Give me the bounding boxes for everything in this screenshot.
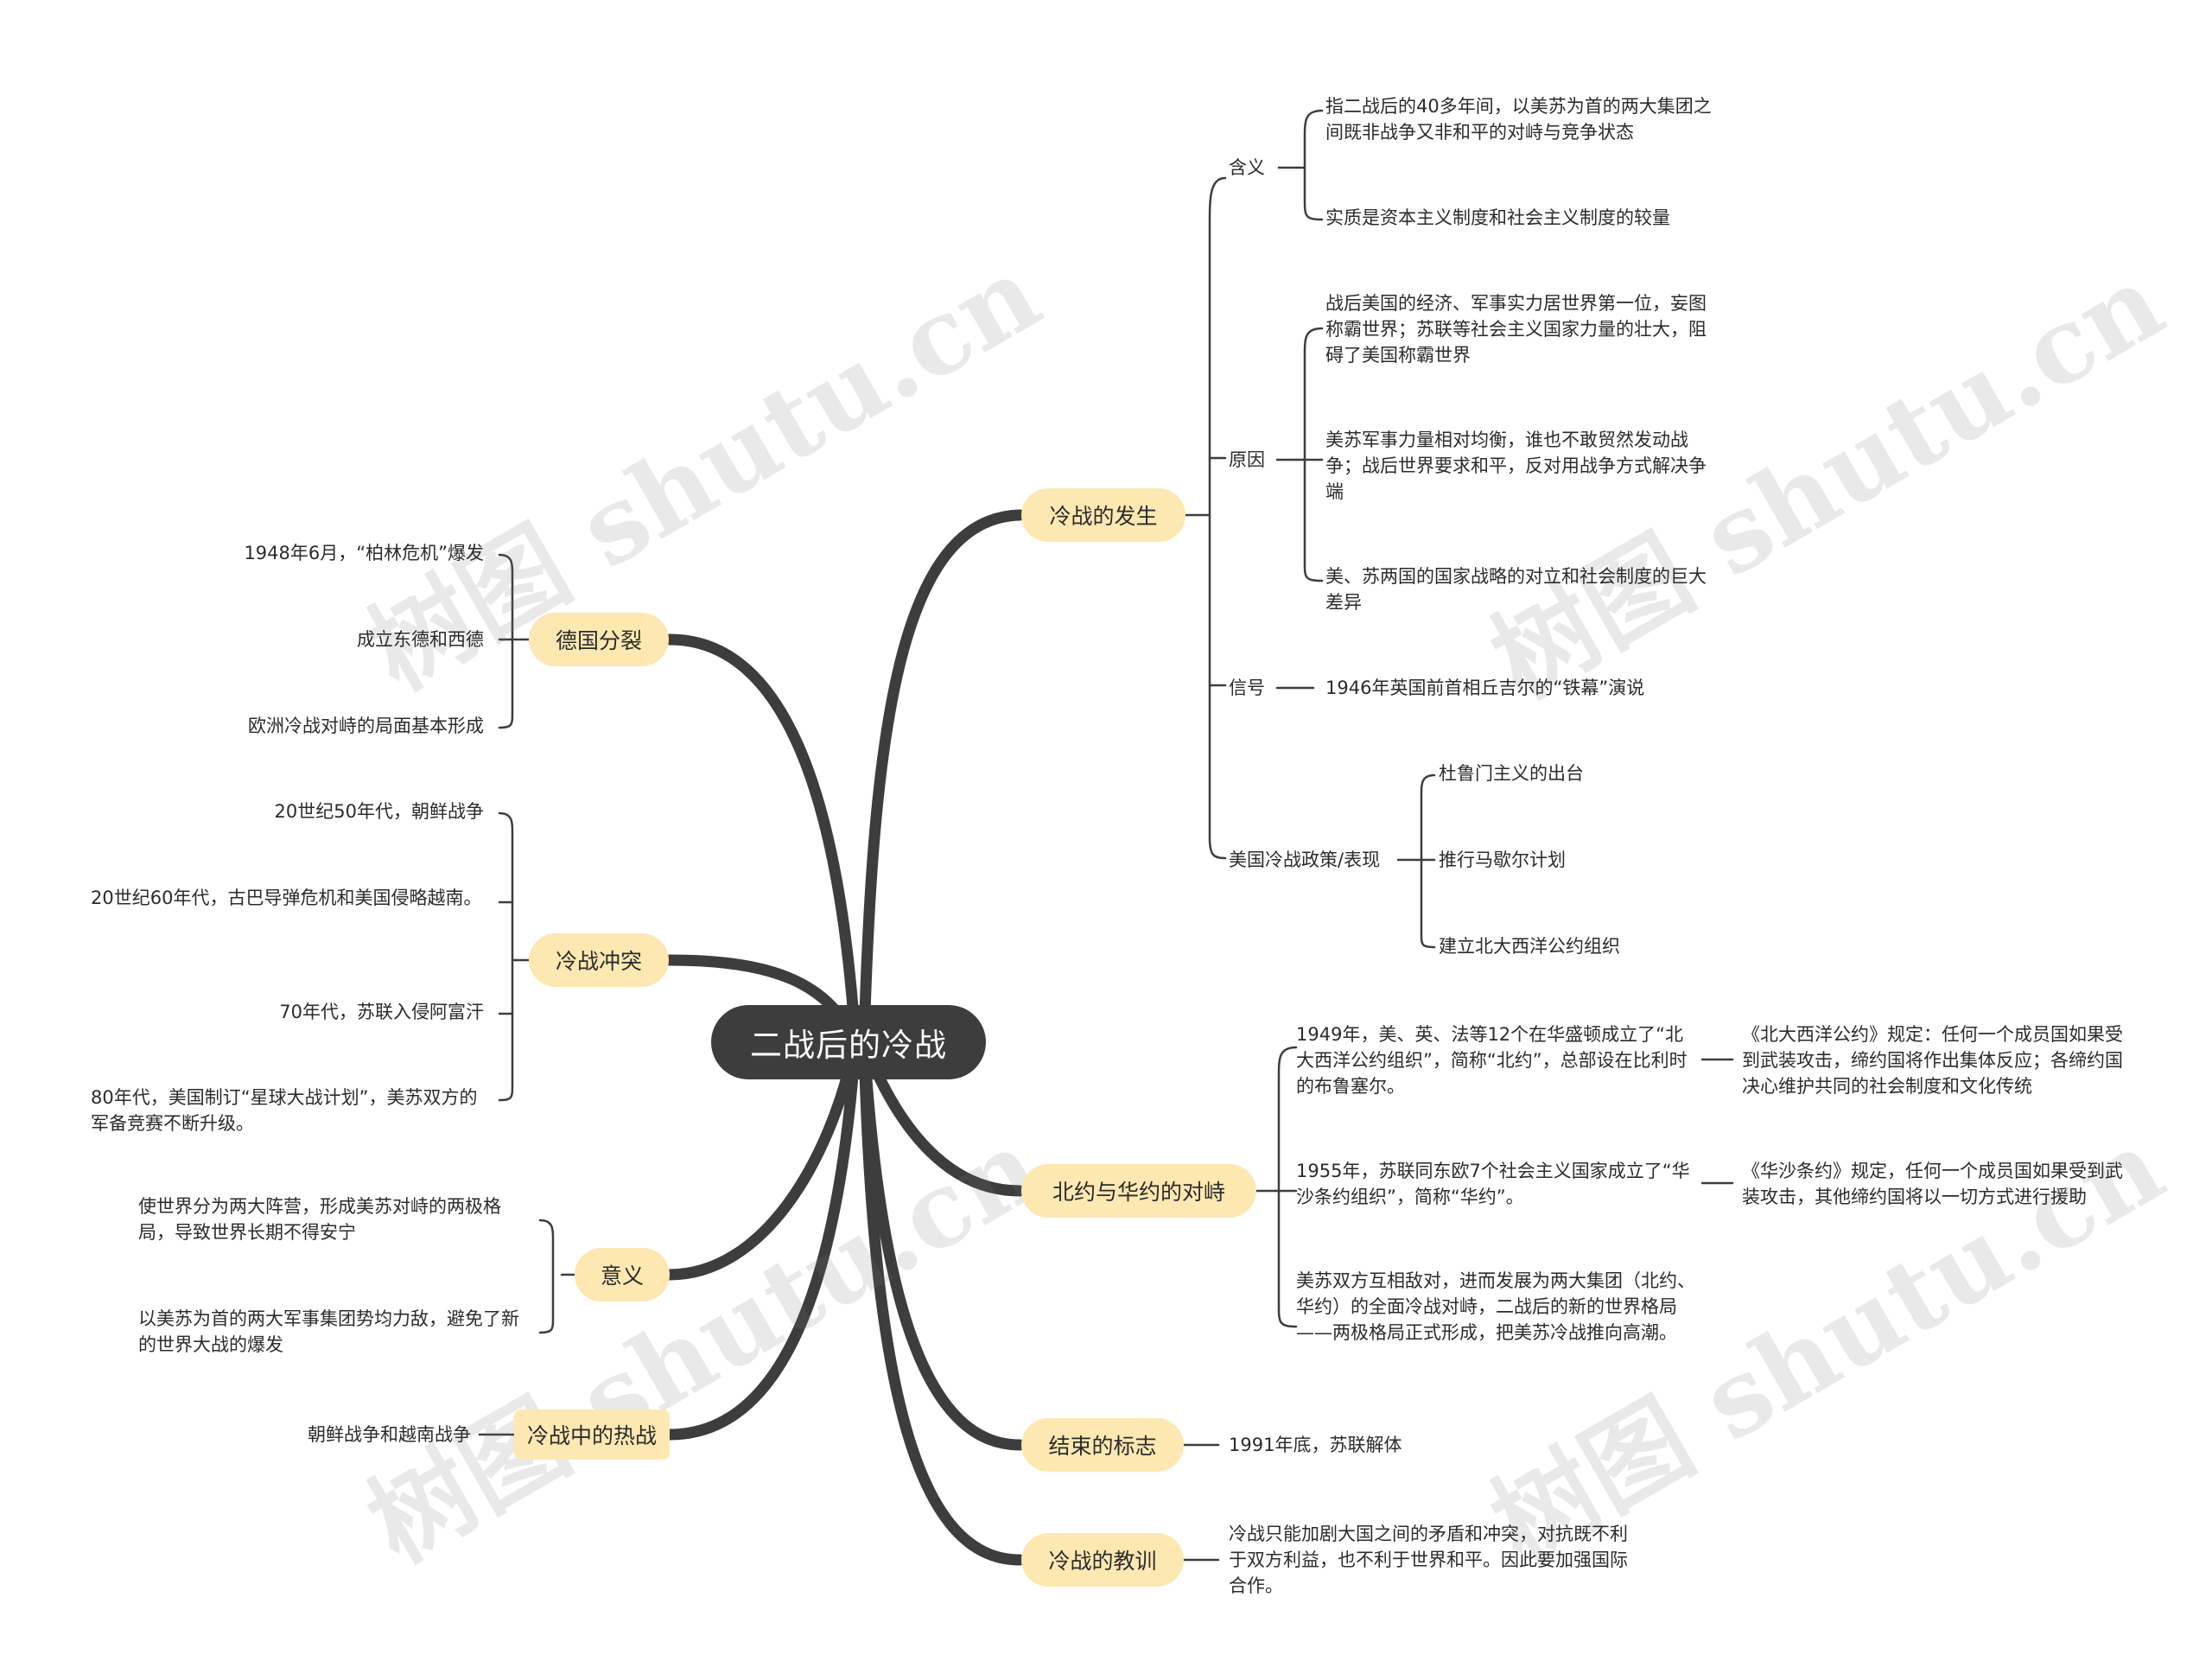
topic-nato-warsaw[interactable]: 北约与华约的对峙 bbox=[1021, 1164, 1256, 1218]
germany-item: 欧洲冷战对峙的局面基本形成 bbox=[248, 716, 484, 736]
end-item: 1991年底，苏联解体 bbox=[1229, 1435, 1402, 1455]
branch-significance bbox=[664, 1036, 861, 1281]
branch-lesson bbox=[858, 1036, 1026, 1566]
policy-item: 推行马歇尔计划 bbox=[1439, 850, 1566, 870]
policy-item: 杜鲁门主义的出台 bbox=[1439, 763, 1584, 784]
hot-war-item: 朝鲜战争和越南战争 bbox=[308, 1424, 471, 1445]
significance-item: 以美苏为首的两大军事集团势均力敌，避免了新的世界大战的爆发 bbox=[138, 1308, 519, 1355]
subtopic-us-policy[interactable]: 美国冷战政策/表现 bbox=[1229, 850, 1381, 870]
subtopic-meaning[interactable]: 含义 bbox=[1229, 157, 1265, 178]
topic-occurrence[interactable]: 冷战的发生 bbox=[1021, 488, 1185, 542]
germany-item: 1948年6月，“柏林危机”爆发 bbox=[244, 543, 484, 563]
branch-hotwar bbox=[664, 1036, 861, 1441]
cause-item: 战后美国的经济、军事实力居世界第一位，妄图称霸世界；苏联等社会主义国家力量的壮大… bbox=[1325, 293, 1707, 366]
branch-occurrence bbox=[858, 509, 1026, 1048]
conflict-item: 20世纪50年代，朝鲜战争 bbox=[274, 801, 484, 822]
meaning-item: 实质是资本主义制度和社会主义制度的较量 bbox=[1325, 207, 1670, 228]
policy-item: 建立北大西洋公约组织 bbox=[1439, 936, 1620, 957]
conflict-item: 20世纪60年代，古巴导弹危机和美国侵略越南。 bbox=[91, 888, 482, 908]
germany-item: 成立东德和西德 bbox=[357, 629, 484, 650]
significance-item: 使世界分为两大阵营，形成美苏对峙的两极格局，导致世界长期不得安宁 bbox=[138, 1196, 501, 1243]
topic-end[interactable]: 结束的标志 bbox=[1021, 1418, 1184, 1472]
topic-hot-war[interactable]: 冷战中的热战 bbox=[514, 1410, 670, 1460]
nato-item: 1955年，苏联同东欧7个社会主义国家成立了“华沙条约组织”，简称“华约”。 bbox=[1296, 1161, 1690, 1207]
subtopic-signal[interactable]: 信号 bbox=[1229, 678, 1265, 698]
subtopic-cause[interactable]: 原因 bbox=[1229, 449, 1265, 470]
branch-germany bbox=[664, 633, 861, 1048]
topic-germany[interactable]: 德国分裂 bbox=[529, 613, 669, 666]
topic-lesson[interactable]: 冷战的教训 bbox=[1021, 1533, 1184, 1587]
meaning-item: 指二战后的40多年间，以美苏为首的两大集团之间既非战争又非和平的对峙与竞争状态 bbox=[1325, 96, 1712, 143]
cause-item: 美、苏两国的国家战略的对立和社会制度的巨大差异 bbox=[1325, 566, 1707, 613]
central-topic[interactable]: 二战后的冷战 bbox=[711, 1005, 986, 1079]
conflict-item: 80年代，美国制订“星球大战计划”，美苏双方的军备竞赛不断升级。 bbox=[91, 1087, 478, 1134]
cause-item: 美苏军事力量相对均衡，谁也不敢贸然发动战争；战后世界要求和平，反对用战争方式解决… bbox=[1325, 430, 1707, 502]
nato-item: 美苏双方互相敌对，进而发展为两大集团（北约、华约）的全面冷战对峙，二战后的新的世… bbox=[1296, 1270, 1695, 1343]
topic-conflict[interactable]: 冷战冲突 bbox=[529, 933, 669, 987]
lesson-item: 冷战只能加剧大国之间的矛盾和冲突，对抗既不利于双方利益，也不利于世界和平。因此要… bbox=[1229, 1524, 1628, 1596]
conflict-item: 70年代，苏联入侵阿富汗 bbox=[279, 1002, 484, 1022]
nato-detail: 《华沙条约》规定，任何一个成员国如果受到武装攻击，其他缔约国将以一切方式进行援助 bbox=[1742, 1161, 2123, 1207]
nato-detail: 《北大西洋公约》规定：任何一个成员国如果受到武装攻击，缔约国将作出集体反应；各缔… bbox=[1742, 1024, 2123, 1097]
topic-significance[interactable]: 意义 bbox=[575, 1248, 670, 1301]
signal-item: 1946年英国前首相丘吉尔的“铁幕”演说 bbox=[1325, 678, 1645, 698]
nato-item: 1949年，美、英、法等12个在华盛顿成立了“北大西洋公约组织”，简称“北约”，… bbox=[1296, 1024, 1688, 1097]
